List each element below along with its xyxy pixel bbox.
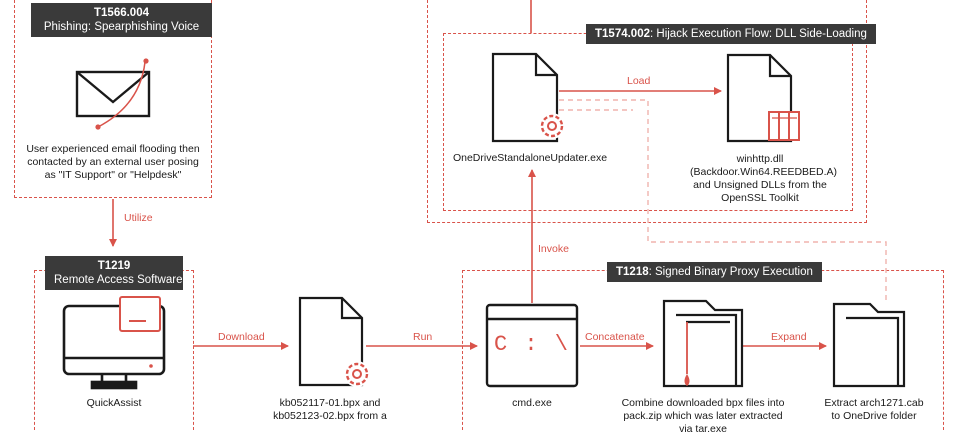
edge-concatenate: Concatenate <box>585 331 645 343</box>
phishing-description: User experienced email flooding then con… <box>26 143 200 181</box>
edge-expand: Expand <box>771 331 807 343</box>
dll-file-icon <box>726 53 800 143</box>
faint-connectors <box>559 99 887 303</box>
phishing-box <box>14 0 212 198</box>
envelope-icon <box>75 58 151 130</box>
tag-phishing-id: T1566.004 <box>94 7 149 19</box>
tag-proxy-execution: T1218: Signed Binary Proxy Execution <box>607 262 822 282</box>
combine-label: Combine downloaded bpx files into pack.z… <box>621 397 785 435</box>
tag-remote-access: T1219 Remote Access Software <box>45 256 183 290</box>
drip-drop <box>684 374 690 386</box>
edge-invoke: Invoke <box>538 243 569 255</box>
remote-window-icon <box>119 296 161 332</box>
return-path-1 <box>559 99 887 303</box>
edge-utilize: Utilize <box>124 212 153 224</box>
dll-description: winhttp.dll (Backdoor.Win64.REEDBED.A) a… <box>690 153 838 204</box>
updater-file-icon <box>491 52 565 143</box>
tag-dll-sideloading: T1574.002: Hijack Execution Flow: DLL Si… <box>586 24 876 44</box>
bpx-file-icon <box>298 296 370 387</box>
cmd-prompt-glyph: C : \ <box>493 332 570 357</box>
bpx-files-label: kb052117-01.bpx and kb052123-02.bpx from… <box>273 397 387 422</box>
quickassist-label: QuickAssist <box>86 397 142 409</box>
diagram-graphics <box>62 0 906 390</box>
tag-dll-id: T1574.002 <box>595 28 650 40</box>
edge-run: Run <box>413 331 433 343</box>
cmd-window-icon <box>485 303 579 388</box>
tag-phishing-name: Phishing: Spearphishing Voice <box>43 21 200 33</box>
tag-dll-name: Hijack Execution Flow: DLL Side-Loading <box>656 28 867 40</box>
connectors <box>109 0 827 350</box>
edge-download: Download <box>218 331 265 343</box>
tag-phishing: T1566.004 Phishing: Spearphishing Voice <box>31 3 212 37</box>
edge-load: Load <box>627 75 651 87</box>
combine-folder-icon <box>662 299 744 388</box>
cmd-exe-label: cmd.exe <box>512 397 552 409</box>
tag-proxy-id: T1218 <box>616 266 649 278</box>
top-right-box <box>427 0 867 223</box>
extract-label: Extract arch1271.cab to OneDrive folder <box>824 397 924 422</box>
extract-folder-icon <box>832 302 906 388</box>
updater-exe-label: OneDriveStandaloneUpdater.exe <box>452 152 608 164</box>
tag-remote-name: Remote Access Software <box>54 274 183 286</box>
tag-remote-id: T1219 <box>97 260 131 272</box>
tag-proxy-name: Signed Binary Proxy Execution <box>655 266 813 278</box>
